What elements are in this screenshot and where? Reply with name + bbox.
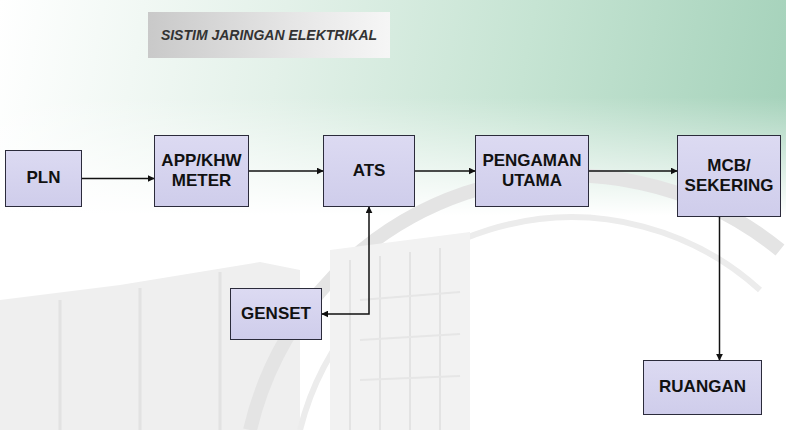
box-label: PLN <box>27 168 61 188</box>
process-box: PLN <box>5 150 82 207</box>
flow-arrow <box>249 170 323 172</box>
flow-arrow <box>415 170 475 172</box>
diagram-title: SISTIM JARINGAN ELEKTRIKAL <box>161 27 377 43</box>
flow-arrow <box>719 217 721 360</box>
box-label: GENSET <box>241 304 311 324</box>
process-box: ATS <box>323 135 415 207</box>
process-box: RUANGAN <box>643 360 762 415</box>
title-band: SISTIM JARINGAN ELEKTRIKAL <box>148 12 390 58</box>
flow-arrow <box>322 207 369 314</box>
process-box: APP/KHW METER <box>154 135 249 207</box>
box-label: RUANGAN <box>659 377 746 397</box>
flow-arrow <box>82 178 154 180</box>
process-box: GENSET <box>230 288 322 340</box>
process-box: PENGAMAN UTAMA <box>475 135 589 207</box>
flow-arrow <box>589 170 677 172</box>
box-label: APP/KHW METER <box>159 151 244 191</box>
box-label: MCB/ SEKERING <box>682 156 776 196</box>
box-label: ATS <box>353 161 386 181</box>
box-label: PENGAMAN UTAMA <box>480 151 584 191</box>
process-box: MCB/ SEKERING <box>677 135 781 217</box>
